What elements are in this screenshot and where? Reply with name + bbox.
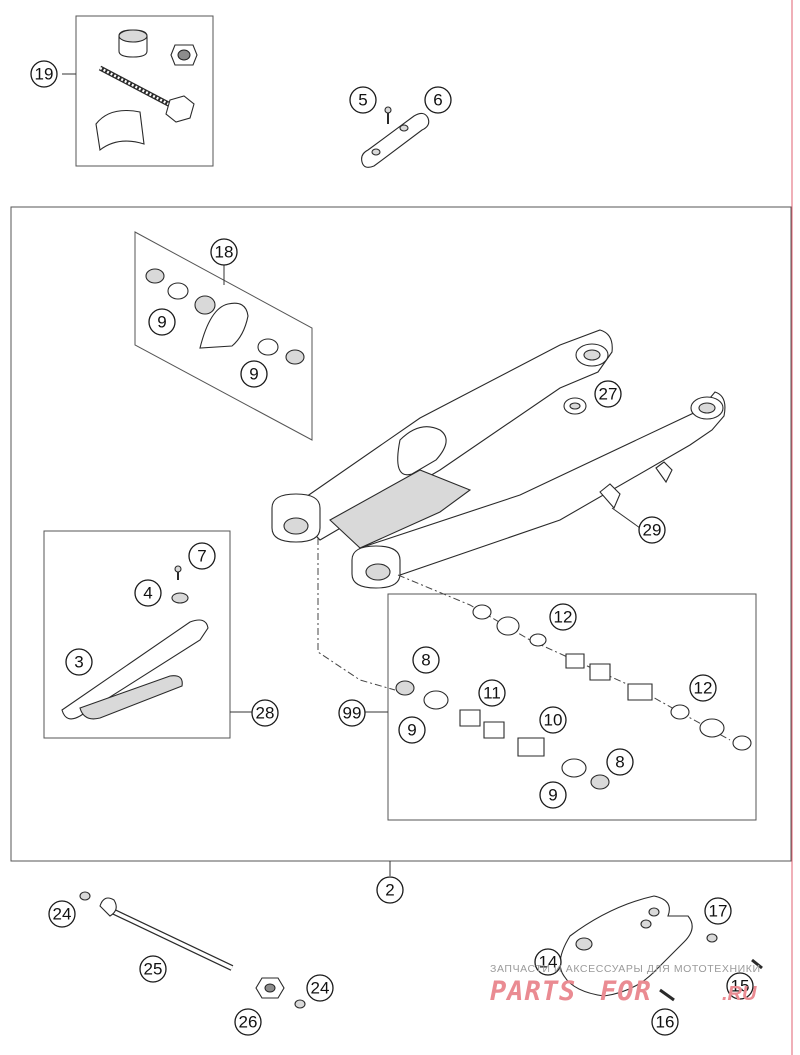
svg-text:16: 16 [656,1013,675,1032]
callout-26: 26 [234,1008,262,1036]
svg-text:29: 29 [643,521,662,540]
svg-text:24: 24 [311,979,330,998]
bolt-shaft [98,65,178,111]
svg-text:27: 27 [599,385,618,404]
callout-15: 15 [726,972,754,1000]
svg-text:5: 5 [358,91,367,110]
watermark-tagline: ЗАПЧАСТИ И АКСЕССУАРЫ ДЛЯ МОТОТЕХНИКИ [490,963,761,975]
svg-text:11: 11 [483,684,501,703]
callout-16: 16 [651,1008,679,1036]
watermark: ЗАПЧАСТИ И АКСЕССУАРЫ ДЛЯ МОТОТЕХНИКИ PA… [490,963,761,1007]
callout-9-a: 9 [148,308,176,336]
callout-5: 5 [349,86,377,114]
svg-text:28: 28 [256,704,275,723]
callout-24-b: 24 [306,974,334,1002]
callout-9-d: 9 [539,781,567,809]
svg-text:2: 2 [385,881,394,900]
watermark-domain: .RU [722,983,757,1005]
chain-guide-group [559,895,763,1002]
chain-guide-small-group [361,106,430,168]
callout-18: 18 [210,238,238,266]
svg-text:19: 19 [35,65,54,84]
kit-19-group [62,15,214,167]
axis-line-left [317,538,396,691]
swingarm-assembly-frame [10,206,792,862]
svg-text:12: 12 [554,608,573,627]
svg-text:4: 4 [143,584,152,603]
callout-28: 28 [251,699,279,727]
svg-text:8: 8 [421,651,430,670]
svg-text:9: 9 [548,786,557,805]
half-shell-part [95,109,145,152]
svg-text:14: 14 [539,953,558,972]
callout-2: 2 [376,876,404,904]
callout-12-a: 12 [549,603,577,631]
callout-9-c: 9 [398,716,426,744]
callout-10: 10 [539,706,567,734]
swingarm-body [271,329,726,589]
kit-18-frame [134,231,313,441]
bolt-head [165,95,195,123]
callout-25: 25 [139,955,167,983]
watermark-brand-mid: FOR [600,976,652,1007]
svg-text:99: 99 [343,704,362,723]
guide-6-part [361,112,430,168]
callout-7: 7 [188,542,216,570]
callout-6: 6 [424,86,452,114]
callout-8-a: 8 [412,646,440,674]
svg-text:9: 9 [249,365,258,384]
svg-text:18: 18 [215,243,234,262]
callout-24-a: 24 [48,900,76,928]
chain-guide-14-part [559,895,693,997]
svg-text:8: 8 [615,753,624,772]
axle-group [79,891,306,1009]
screw-5-part [384,106,392,114]
swingarm-upper-arm [289,329,613,541]
callout-19: 19 [30,60,58,88]
callout-8-b: 8 [606,748,634,776]
swingarm-crossbrace [329,469,472,549]
chain-slider-3-part [61,619,209,720]
callout-29: 29 [638,516,666,544]
kit-99-frame [387,593,757,821]
callout-17: 17 [704,897,732,925]
svg-text:24: 24 [53,905,72,924]
callout-14: 14 [534,948,562,976]
spacer-24a-part [79,891,91,901]
kit-99-group [364,593,757,821]
svg-text:17: 17 [709,902,728,921]
svg-text:12: 12 [694,679,713,698]
svg-text:25: 25 [144,960,163,979]
nut-17-part [706,933,718,943]
kit-28-frame [43,530,231,739]
callout-99: 99 [338,699,366,727]
callout-3: 3 [65,648,93,676]
callout-12-b: 12 [689,674,717,702]
axis-line-right [397,574,731,741]
callout-11: 11 [478,679,506,707]
swingarm-lower-arm [358,391,726,576]
kit-18-group [134,231,313,441]
callout-9-b: 9 [240,360,268,388]
svg-text:26: 26 [239,1013,258,1032]
washer-4-part [171,592,189,604]
bushing-18-part [199,302,249,349]
callout-4: 4 [134,579,162,607]
kit-19-frame [75,15,214,167]
watermark-brand: PARTS [490,976,576,1007]
svg-text:15: 15 [731,977,750,996]
callout-27: 27 [594,380,622,408]
svg-text:9: 9 [157,313,166,332]
svg-text:6: 6 [433,91,442,110]
svg-text:7: 7 [197,547,206,566]
svg-text:9: 9 [407,721,416,740]
spacer-24b-part [294,999,306,1009]
svg-text:10: 10 [544,711,563,730]
svg-text:3: 3 [74,653,83,672]
kit-28-group [43,530,252,739]
